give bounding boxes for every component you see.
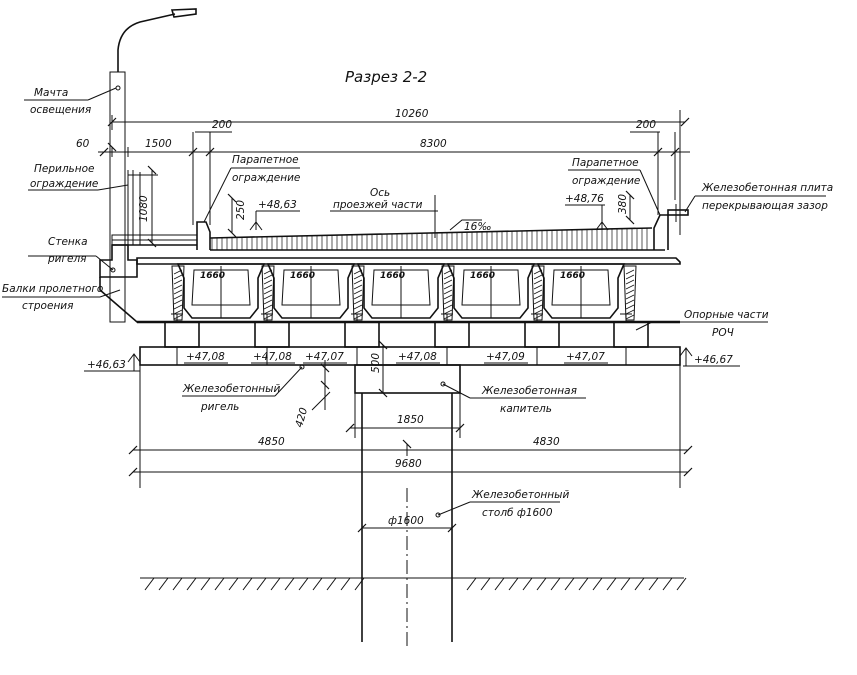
- crossbar-wall: [99, 244, 160, 323]
- label-wall-line1: Стенка: [48, 236, 88, 248]
- dimension-total-width: 10260: [107, 108, 690, 235]
- beam-spacing-label: 1660: [560, 271, 585, 281]
- label-column-line2: столб ф1600: [482, 507, 553, 519]
- label-capital-line1: Железобетонная: [481, 385, 577, 397]
- section-title: Разрез 2-2: [345, 68, 427, 86]
- box-beam: 1660: [176, 263, 266, 319]
- dim-railing-height: 1080: [138, 195, 150, 222]
- label-slab-line1: Железобетонная плита: [701, 182, 833, 194]
- bearing-pad: +47,08: [251, 313, 295, 365]
- label-beams-line1: Балки пролетного: [2, 283, 103, 295]
- label-capital-line2: капитель: [500, 403, 552, 415]
- box-beam: 1660: [446, 263, 536, 319]
- label-axis-line1: Ось: [370, 187, 390, 199]
- joint-slab: [667, 204, 689, 222]
- label-crossbar-line1: Железобетонный: [182, 383, 280, 395]
- beam-spacing-label: 1660: [380, 271, 405, 281]
- label-railing-line2: ограждение: [30, 178, 98, 190]
- capital: [354, 364, 461, 394]
- elev-parapet-right: +48,76: [565, 193, 604, 205]
- dim-right-gap: 200: [636, 119, 656, 131]
- label-axis-line2: проезжей части: [333, 199, 423, 211]
- beam-joint: [351, 265, 365, 321]
- label-column-line1: Железобетонный: [471, 489, 569, 501]
- parapet-left: [196, 221, 211, 250]
- elev-bearing: +47,08: [253, 351, 292, 363]
- bearing-pads: +47,08 +47,08 +47,07 +47,08 +47,09 +47,07: [137, 313, 680, 365]
- elev-parapet-left: +48,63: [258, 199, 297, 211]
- dim-crossbar-total: 9680: [395, 458, 422, 470]
- column: [361, 393, 453, 650]
- dim-left-offset: 60: [76, 138, 90, 150]
- elev-bearing: +47,07: [566, 351, 605, 363]
- dim-sidewalk: 1500: [145, 138, 172, 150]
- elev-bearing: +47,09: [486, 351, 525, 363]
- lighting-mast: [109, 8, 197, 323]
- label-parapet-left-line1: Парапетное: [232, 154, 299, 166]
- label-mast-line2: освещения: [30, 104, 91, 116]
- beam-joint: [171, 265, 185, 321]
- box-beam: 1660: [536, 263, 626, 319]
- dim-parapet-height-right: 380: [617, 194, 629, 214]
- dim-left-gap: 200: [212, 119, 232, 131]
- dim-crossbar-left: 4850: [258, 436, 285, 448]
- elev-bearing: +47,08: [398, 351, 437, 363]
- dim-parapet-height-left: 250: [235, 200, 247, 220]
- beam-joint: [623, 265, 637, 321]
- roadway-surface: [209, 227, 665, 251]
- slope-mark: 16‰: [464, 221, 492, 233]
- ground-line: [140, 577, 687, 591]
- label-parapet-right-line1: Парапетное: [572, 157, 639, 169]
- beam-joint: [261, 265, 275, 321]
- box-beam: 1660: [356, 263, 446, 319]
- label-crossbar-line2: ригель: [200, 401, 239, 413]
- elev-crossbar-left: +46,63: [87, 359, 126, 371]
- beam-spacing-label: 1660: [470, 271, 495, 281]
- box-beams: 1660 1660 1660 1660 1660: [136, 257, 681, 321]
- beam-joint: [531, 265, 545, 321]
- label-mast-line1: Мачта: [34, 87, 68, 99]
- label-wall-line2: ригеля: [47, 253, 87, 265]
- beam-spacing-label: 1660: [200, 271, 225, 281]
- dim-capital-height: 500: [370, 353, 382, 373]
- parapet-right: [653, 214, 669, 250]
- dim-crossbar-right: 4830: [533, 436, 560, 448]
- dim-crossbar-height: 420: [293, 406, 310, 429]
- label-beams-line2: строения: [22, 300, 73, 312]
- label-bearings-line1: Опорные части: [684, 309, 769, 321]
- label-parapet-left-line2: ограждение: [232, 172, 300, 184]
- label-parapet-right-line2: ограждение: [572, 175, 640, 187]
- label-railing-line1: Перильное: [34, 163, 95, 175]
- elev-bearing: +47,07: [305, 351, 344, 363]
- bearing-pad: +47,08: [396, 313, 470, 365]
- box-beam: 1660: [266, 263, 356, 319]
- elev-bearing: +47,08: [186, 351, 225, 363]
- label-bearings-line2: РОЧ: [712, 327, 734, 339]
- dim-column-diameter: ф1600: [388, 515, 424, 527]
- bearing-pad: +47,09: [484, 313, 560, 365]
- beam-spacing-label: 1660: [290, 271, 315, 281]
- dim-total-width: 10260: [395, 108, 429, 120]
- dim-capital-width: 1850: [397, 414, 424, 426]
- dim-roadway: 8300: [420, 138, 447, 150]
- railing: [127, 170, 150, 245]
- label-slab-line2: перекрывающая зазор: [702, 200, 828, 212]
- beam-joint: [441, 265, 455, 321]
- elev-crossbar-right: +46,67: [694, 354, 733, 366]
